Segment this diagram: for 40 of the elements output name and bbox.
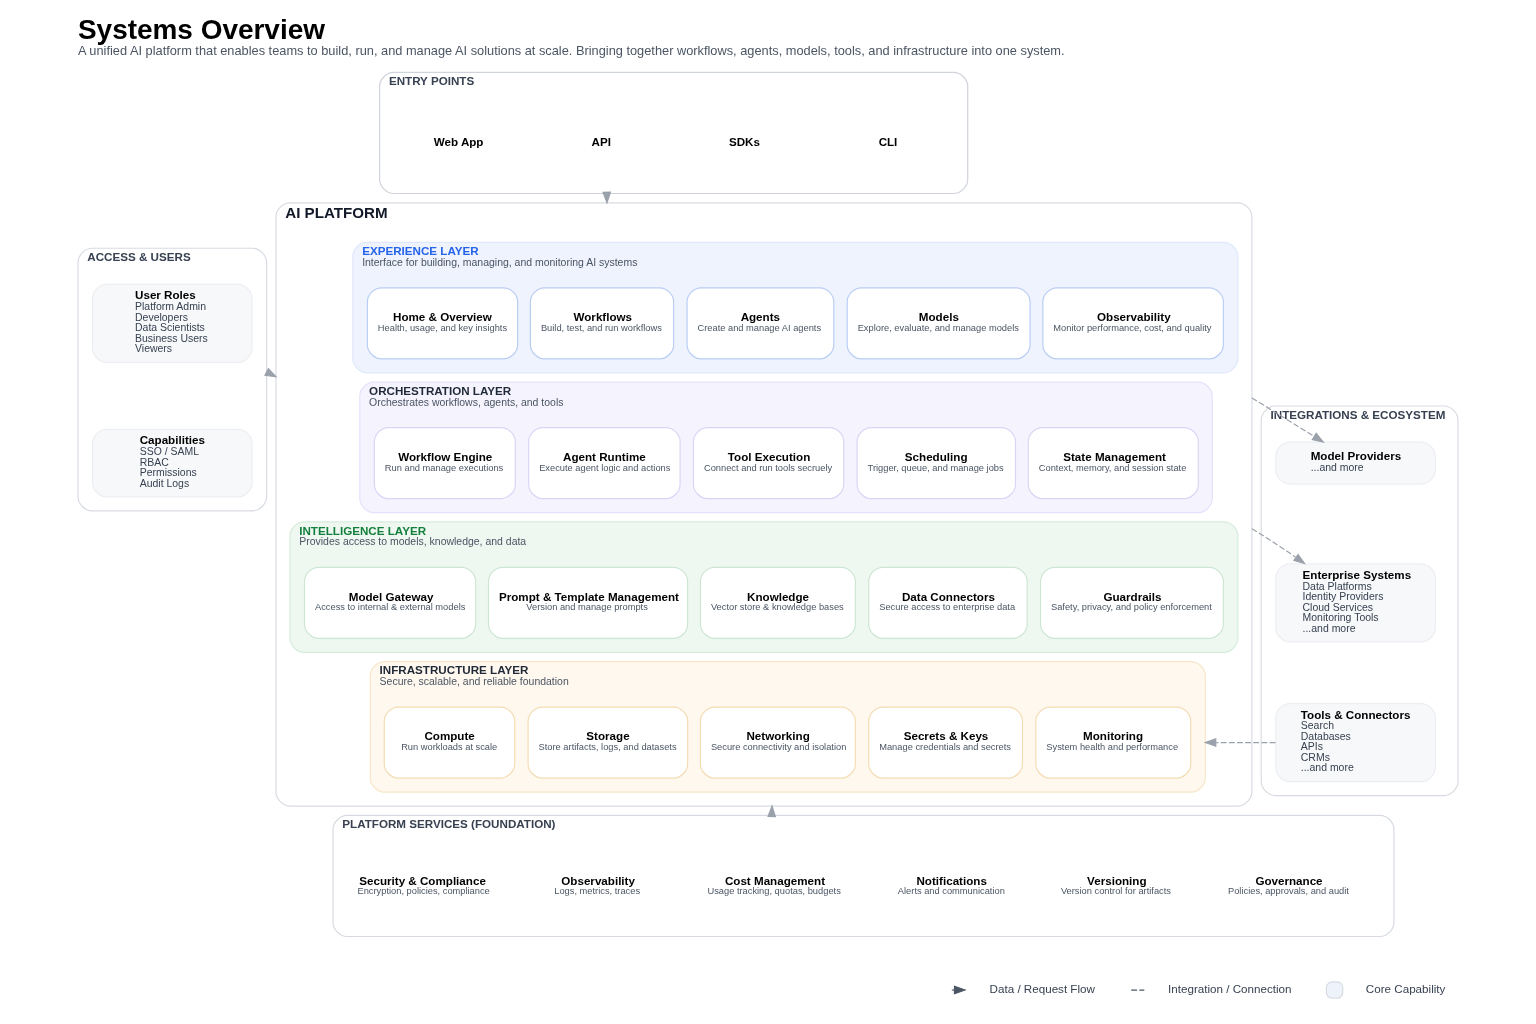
node-box: Tools & Connectors Search Databases APIs CRMs ...and more (1275, 703, 1436, 783)
diagram-title: Systems Overview (77, 13, 325, 45)
node-box: Enterprise Systems Data Platforms Identity Providers Cloud Services Monitoring Tools ...and more (1275, 563, 1436, 643)
node-box: Prompt & Template Management Version and manage prompts (487, 566, 689, 639)
node-box: Secrets & Keys Manage credentials and secrets (868, 706, 1024, 779)
node-text: Governance Policies, approvals, and audit (1228, 873, 1349, 897)
node-box: Agents Create and manage AI agents (686, 287, 835, 360)
node-box: Workflows Build, test, and run workflows (529, 287, 675, 360)
node-text: CLI (878, 134, 898, 148)
node-text: Versioning Version control for artifacts (1060, 873, 1171, 897)
node-box: Storage Store artifacts, logs, and datasets (527, 706, 689, 779)
node-text: Security & Compliance Encryption, policies, compliance (357, 873, 490, 897)
node-box: Agent Runtime Execute agent logic and actions (528, 427, 681, 500)
arrow (1251, 528, 1307, 565)
node-box: Workflow Engine Run and manage executions (373, 427, 516, 500)
arrow (1203, 738, 1277, 748)
node-box: Knowledge Vector store & knowledge bases (699, 566, 856, 639)
node-box: Scheduling Trigger, queue, and manage jobs (856, 427, 1017, 500)
node-box: Data Connectors Secure access to enterprise data (868, 566, 1028, 639)
node-box: Guardrails Safety, privacy, and policy enforcement (1039, 566, 1224, 639)
node-box: Home & Overview Health, usage, and key insights (366, 287, 519, 360)
node-text: Observability Logs, metrics, traces (554, 873, 641, 897)
node-box: Models Explore, evaluate, and manage models (846, 287, 1031, 360)
node-text: Notifications Alerts and communication (897, 873, 1005, 897)
node-box: Compute Run workloads at scale (383, 706, 516, 779)
node-box: Monitoring System health and performance (1035, 706, 1192, 779)
node-text: Web App (433, 134, 484, 148)
node-box: Tool Execution Connect and run tools secruely (692, 427, 845, 500)
node-text: Cost Management Usage tracking, quotas, budgets (707, 873, 841, 897)
node-text: API (591, 134, 611, 148)
node-box: State Management Context, memory, and session state (1027, 427, 1199, 500)
node-box: Model Providers ...and more (1275, 441, 1436, 485)
legend-label: Integration / Connection (1168, 981, 1292, 995)
node-box: Model Gateway Access to internal & external models (303, 566, 477, 639)
arrow (1251, 397, 1325, 443)
legend-label: Data / Request Flow (989, 981, 1095, 995)
node-text: SDKs (728, 134, 760, 148)
node-box: Networking Secure connectivity and isolation (699, 706, 856, 779)
legend-label: Core Capability (1365, 981, 1446, 995)
node-box: Observability Monitor performance, cost, and quality (1042, 287, 1224, 360)
